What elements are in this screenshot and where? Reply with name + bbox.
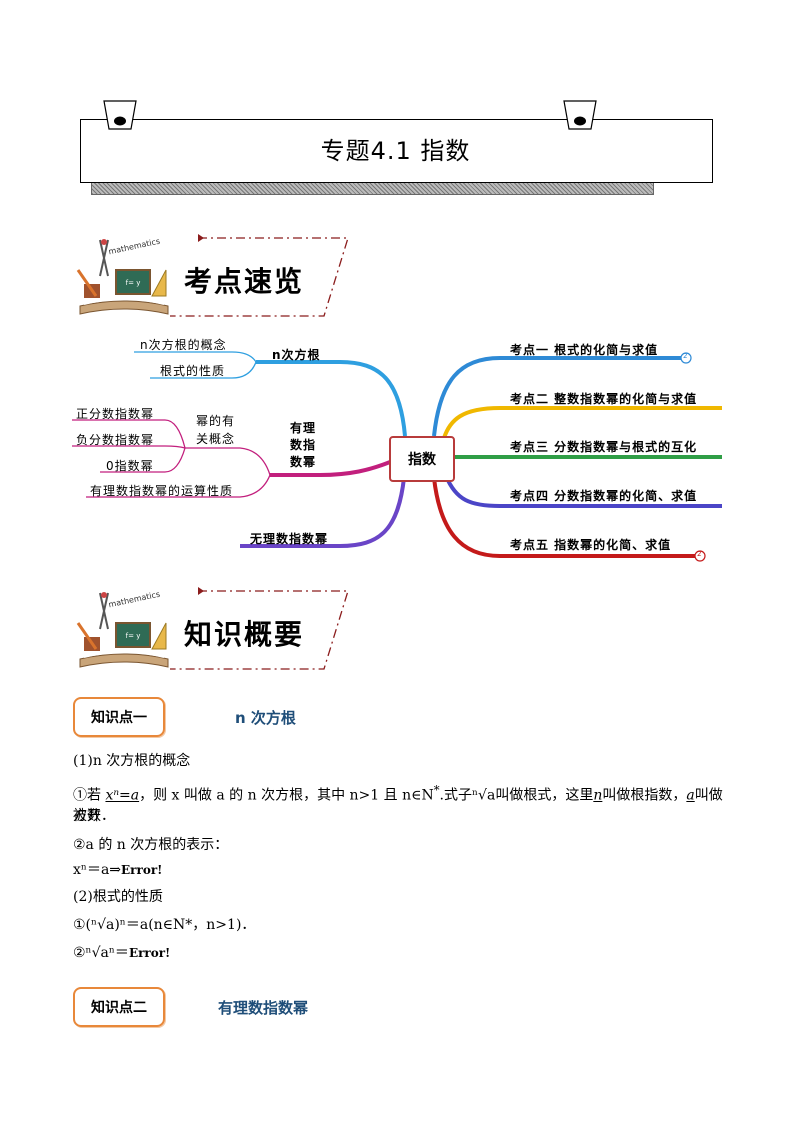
content-line-8: ②ⁿ√aⁿ＝Error! xyxy=(73,943,170,963)
mm-point-2: 考点二 整数指数幂的化简与求值 xyxy=(510,392,698,406)
text-run: ，则 x 叫做 a 的 n 次方根，其中 n>1 且 n∈N xyxy=(139,787,434,804)
underlined-a: a xyxy=(686,787,695,804)
title-banner xyxy=(80,119,713,183)
content-line-6: (2)根式的性质 xyxy=(73,889,163,905)
mm-branch-rational-line2: 数指 xyxy=(290,438,317,452)
mm-point-1-marker: 2 xyxy=(683,352,689,360)
text-run: 叫做根式，这里 xyxy=(495,787,594,804)
knowledge-point-1-heading: n 次方根 xyxy=(235,709,296,727)
mm-point-5: 考点五 指数幂的化简、求值 xyxy=(510,538,672,552)
text-run: .式子 xyxy=(439,787,472,804)
content-line-5: xⁿ＝a⇒Error! xyxy=(73,860,162,880)
content-line-7: ①(ⁿ√a)ⁿ＝a(n∈N*，n>1)． xyxy=(73,917,256,933)
text-run: ①若 xyxy=(73,787,106,804)
mm-point-1: 考点一 根式的化简与求值 xyxy=(510,343,659,357)
left-pin-icon xyxy=(103,100,137,130)
knowledge-point-2-heading: 有理数指数幂 xyxy=(218,999,309,1017)
mm-item-zero-exponent: 0指数幂 xyxy=(106,459,154,473)
mm-sub-power-concepts: 幂的有 关概念 xyxy=(196,412,235,448)
mm-branch-nth-root: n次方根 xyxy=(272,348,321,362)
content-line-2: ①若 xⁿ=a，则 x 叫做 a 的 n 次方根，其中 n>1 且 n∈N*.式… xyxy=(73,780,723,826)
mm-item-negative-fractional: 负分数指数幂 xyxy=(76,433,155,447)
section-header-frame xyxy=(170,234,349,317)
error-text: Error! xyxy=(128,946,171,960)
error-text: Error! xyxy=(121,863,163,877)
knowledge-point-1-box: 知识点一 xyxy=(73,697,165,737)
text-run: 叫做被开 xyxy=(73,787,723,824)
section-header-summary: f= y mathematics 知识概要 xyxy=(74,585,354,675)
mind-map-lines xyxy=(72,351,722,562)
svg-text:f= y: f= y xyxy=(126,632,141,640)
mm-branch-rational-line3: 数幂 xyxy=(290,455,317,469)
section-title-overview: 考点速览 xyxy=(184,265,305,298)
mm-point-4: 考点四 分数指数幂的化简、求值 xyxy=(510,489,698,503)
title-banner-shadow xyxy=(91,181,654,195)
section-header-frame xyxy=(170,587,349,670)
mm-item-positive-fractional: 正分数指数幂 xyxy=(76,407,155,421)
radical-expression: ⁿ√a xyxy=(472,787,496,804)
section-title-summary: 知识概要 xyxy=(184,618,305,651)
content-line-3: 方数． xyxy=(73,808,115,824)
equation-underlined: xⁿ=a xyxy=(105,787,140,804)
math-book-icon: f= y xyxy=(76,239,169,315)
mm-sub-line1: 幂的有 xyxy=(196,414,236,428)
content-line-1: (1)n 次方根的概念 xyxy=(73,753,191,769)
svg-text:f= y: f= y xyxy=(126,279,141,287)
section-header-overview: f= y mathematics 考点速览 xyxy=(74,232,354,322)
mm-item-root-properties: 根式的性质 xyxy=(160,364,226,378)
mm-sub-line2: 关概念 xyxy=(196,432,236,446)
mm-branch-rational-exponent: 有理 数指 数幂 xyxy=(290,420,316,471)
text-run: 叫做根指数， xyxy=(602,787,687,804)
text-run: xⁿ＝a⇒ xyxy=(73,862,122,878)
superscript: * xyxy=(433,783,440,797)
underlined-n: n xyxy=(593,787,603,804)
mm-point-3: 考点三 分数指数幂与根式的互化 xyxy=(510,440,698,454)
mm-branch-rational-line1: 有理 xyxy=(290,421,317,435)
mm-branch-irrational-exponent: 无理数指数幂 xyxy=(250,532,329,546)
right-pin-icon xyxy=(563,100,597,130)
math-book-icon: f= y xyxy=(76,592,169,668)
text-run: ②ⁿ√aⁿ＝ xyxy=(73,945,129,961)
page-title: 专题4.1 指数 xyxy=(320,137,471,165)
mm-item-operation-properties: 有理数指数幂的运算性质 xyxy=(90,484,234,498)
mind-map-center: 指数 xyxy=(389,436,455,482)
mm-item-root-concept: n次方根的概念 xyxy=(140,338,227,352)
knowledge-point-2-box: 知识点二 xyxy=(73,987,165,1027)
content-line-4: ②a 的 n 次方根的表示： xyxy=(73,837,229,853)
mm-point-5-marker: 2 xyxy=(697,550,703,558)
